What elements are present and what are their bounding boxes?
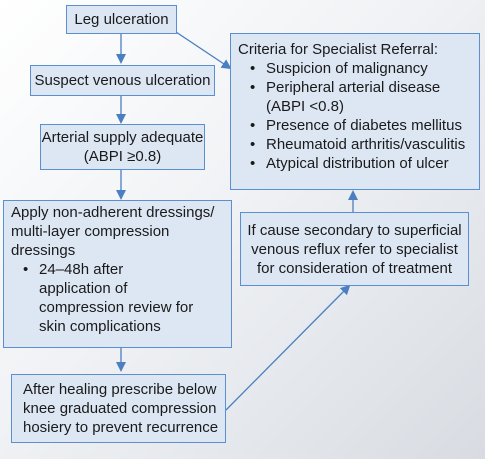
superficial-reflux-box: If cause secondary to superficial venous… — [240, 212, 469, 286]
superficial-reflux-line-1: If cause secondary to superficial — [247, 222, 462, 239]
dressings-line-3: dressings — [11, 242, 76, 259]
referral-item: Suspicion of malignancy — [238, 59, 479, 78]
referral-item: Atypical distribution of ulcer — [238, 154, 479, 173]
referral-item: Rheumatoid arthritis/vasculitis — [238, 135, 479, 154]
after-healing-box: After healing prescribe below knee gradu… — [11, 374, 226, 443]
superficial-reflux-line-3: for consideration of treatment — [256, 260, 453, 277]
arterial-supply-line-1: Arterial supply adequate — [41, 129, 204, 146]
referral-criteria-box: Criteria for Specialist Referral: Suspic… — [230, 33, 480, 190]
leg-ulceration-text: Leg ulceration — [74, 11, 169, 28]
referral-title: Criteria for Specialist Referral: — [238, 41, 439, 58]
arterial-supply-line-2: (ABPI ≥0.8) — [83, 148, 162, 165]
dressings-box: Apply non-adherent dressings/ multi-laye… — [3, 200, 232, 348]
leg-ulceration-box: Leg ulceration — [66, 5, 177, 34]
dressings-bullet: 24–48h after application of compression … — [11, 260, 231, 336]
after-healing-line-3: hosiery to prevent recurrence — [23, 419, 219, 436]
referral-item: Peripheral arterial disease (ABPI <0.8) — [238, 78, 479, 116]
arrow-leg-to-referral — [175, 31, 232, 70]
dressings-line-1: Apply non-adherent dressings/ — [11, 204, 215, 221]
arrow-healing-to-reflux — [225, 284, 351, 411]
suspect-venous-text: Suspect venous ulceration — [34, 72, 211, 89]
arterial-supply-box: Arterial supply adequate (ABPI ≥0.8) — [40, 124, 205, 170]
referral-item: Presence of diabetes mellitus — [238, 116, 479, 135]
after-healing-line-1: After healing prescribe below — [23, 381, 217, 398]
superficial-reflux-line-2: venous reflux refer to specialist — [251, 241, 458, 258]
suspect-venous-box: Suspect venous ulceration — [30, 65, 215, 96]
after-healing-line-2: knee graduated compression — [23, 400, 217, 417]
dressings-line-2: multi-layer compression — [11, 223, 170, 240]
